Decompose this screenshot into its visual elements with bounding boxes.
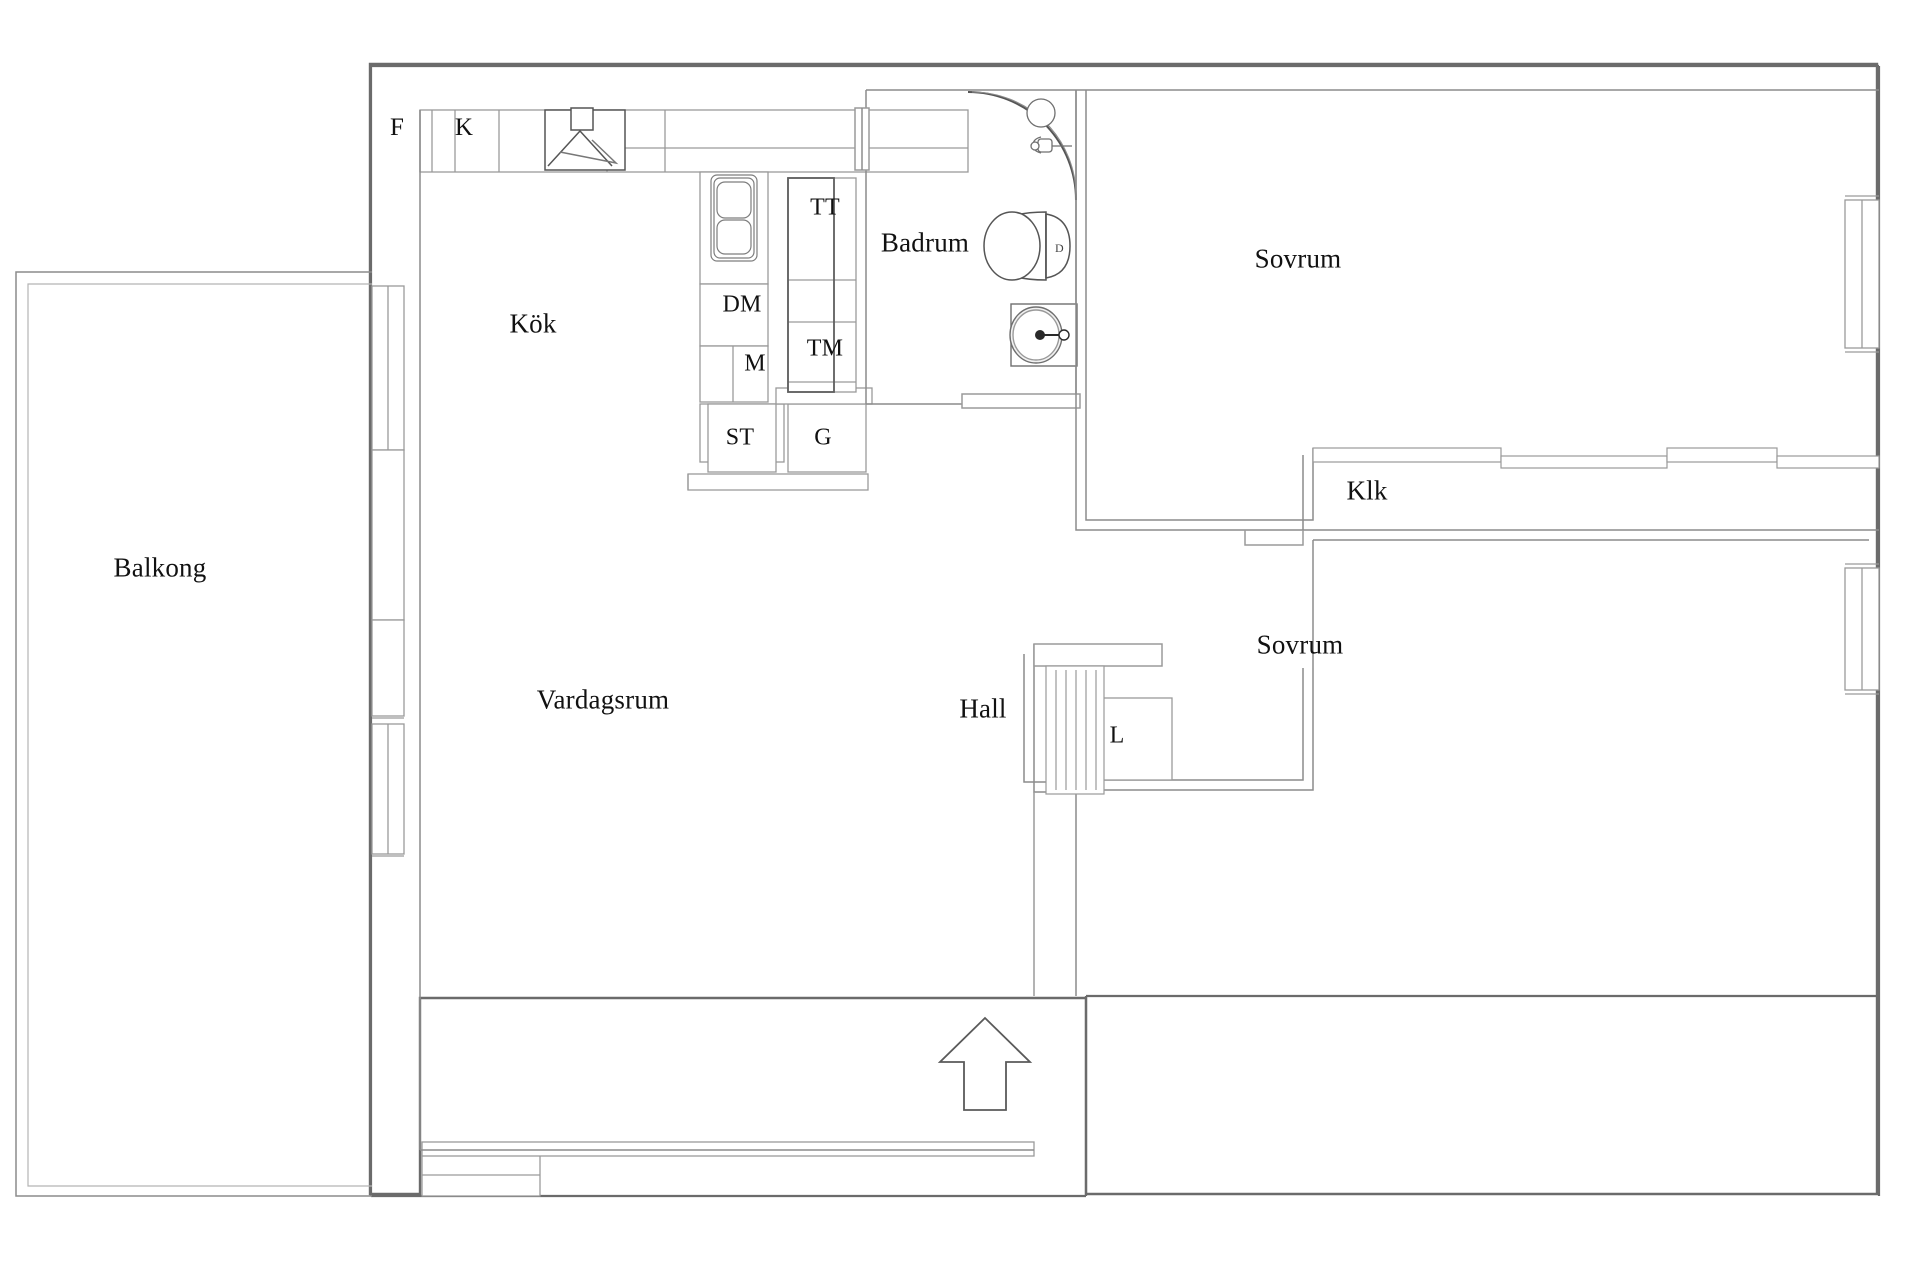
tumble-dryer-label: TT [810,194,840,221]
living-kitchen-left-wall [419,110,1034,1151]
wardrobe-label: G [814,424,832,451]
interior-wall-kitchen-bathroom [854,89,1076,404]
linen-closet-label: L [1109,722,1125,749]
freezer-label: K [454,114,474,141]
washing-machine-label: TM [806,335,844,362]
bottom-wall-window [421,1141,1035,1197]
exterior-wall-outline [368,62,1879,1196]
dishwasher-label: DM [722,291,762,318]
room-label-kok: Kök [509,308,557,339]
structural-walls [369,64,1881,1198]
room-label-balkong: Balkong [113,552,207,583]
klk-shelves [1312,447,1880,469]
room-label-sovrum-1: Sovrum [1254,243,1342,274]
washbasin-icon [1009,303,1078,367]
cooker-hood-icon [544,107,626,171]
toilet-icon: D [959,211,1071,314]
room-label-vardagsrum: Vardagsrum [536,684,670,715]
bedroom-1-walls [1075,89,1879,404]
bedroom-1-window [1844,195,1880,353]
shower-valve-icon [1026,98,1072,154]
bedroom-2-window [1844,563,1880,695]
kitchen-counter [419,109,969,173]
entrance-arrow-icon [937,1016,1033,1111]
microwave-label: M [744,350,766,377]
svg-text:D: D [1055,241,1064,255]
room-label-klk: Klk [1346,475,1388,506]
room-label-hall: Hall [959,693,1007,724]
room-label-badrum: Badrum [880,227,970,258]
kitchen-sink-icon [710,174,758,262]
left-wall-openings [371,285,405,857]
laundry-column [787,177,857,393]
hall-wardrobe-icon [1045,665,1105,795]
klk-walls [1075,404,1879,546]
room-label-sovrum-2: Sovrum [1256,629,1344,660]
fridge-label: F [389,114,405,141]
apartment-outline [370,64,1880,1196]
storage-closet-label: ST [725,424,755,451]
balcony-outline [15,271,372,1197]
